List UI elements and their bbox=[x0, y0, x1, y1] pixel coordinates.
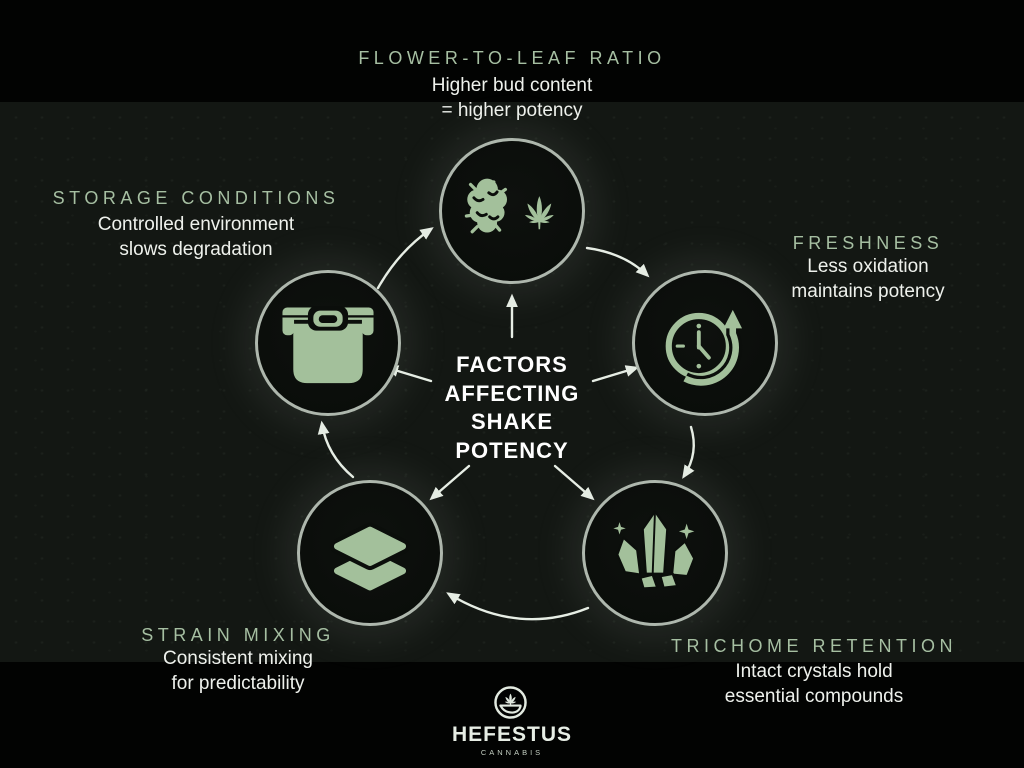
factor-label-freshness: FRESHNESS bbox=[792, 233, 944, 253]
crystal-cluster-icon bbox=[613, 510, 696, 590]
node-storage-conditions bbox=[255, 270, 401, 416]
node-freshness bbox=[632, 270, 778, 416]
factor-desc-storage-conditions: Controlled environment slows degradation bbox=[97, 214, 295, 260]
layers-icon bbox=[329, 522, 411, 591]
center-title: FACTORS AFFECTING SHAKE POTENCY bbox=[444, 352, 580, 463]
node-trichome-retention bbox=[582, 480, 728, 626]
storage-container-icon bbox=[282, 305, 374, 384]
factor-desc-freshness: Less oxidation maintains potency bbox=[791, 256, 945, 302]
node-strain-mixing bbox=[297, 480, 443, 626]
clock-refresh-icon bbox=[665, 309, 743, 389]
bud-and-leaf-icon bbox=[464, 178, 554, 234]
factor-desc-strain-mixing: Consistent mixing for predictability bbox=[163, 648, 313, 694]
factor-desc-trichome-retention: Intact crystals hold essential compounds bbox=[724, 661, 904, 707]
factor-label-flower-to-leaf-ratio: FLOWER-TO-LEAF RATIO bbox=[358, 48, 666, 68]
node-flower-to-leaf-ratio bbox=[439, 138, 585, 284]
factor-desc-flower-to-leaf-ratio: Higher bud content = higher potency bbox=[431, 75, 593, 121]
factor-label-storage-conditions: STORAGE CONDITIONS bbox=[52, 188, 340, 208]
factor-label-strain-mixing: STRAIN MIXING bbox=[141, 625, 335, 645]
leaf-badge-icon bbox=[494, 686, 527, 719]
brand-tagline: CANNABIS bbox=[480, 748, 544, 757]
factor-label-trichome-retention: TRICHOME RETENTION bbox=[671, 636, 957, 656]
brand-name: HEFESTUS bbox=[451, 723, 572, 746]
